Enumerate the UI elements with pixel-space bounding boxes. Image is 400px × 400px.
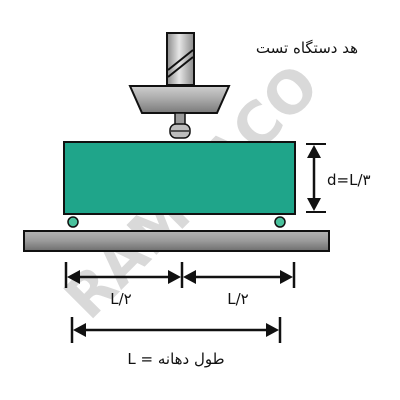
- base-plate: [23, 230, 330, 252]
- left-support: [67, 216, 79, 228]
- right-support: [274, 216, 286, 228]
- half-span-left-label: L/۲: [110, 290, 131, 308]
- span-dimension: [70, 317, 282, 343]
- load-stem: [174, 112, 186, 126]
- span-label: L = طول دهانه: [127, 350, 224, 368]
- depth-dimension: [306, 143, 326, 213]
- loading-block: [128, 85, 231, 114]
- depth-label: d=L/۳: [327, 171, 371, 189]
- shaft-break-line: [167, 49, 194, 71]
- half-span-dimension: [64, 262, 296, 288]
- specimen-beam: [63, 141, 296, 215]
- shaft-break-line: [167, 56, 194, 78]
- half-span-right-label: L/۲: [227, 290, 248, 308]
- machine-head-label: هد دستگاه تست: [256, 39, 358, 57]
- machine-head: [128, 32, 231, 139]
